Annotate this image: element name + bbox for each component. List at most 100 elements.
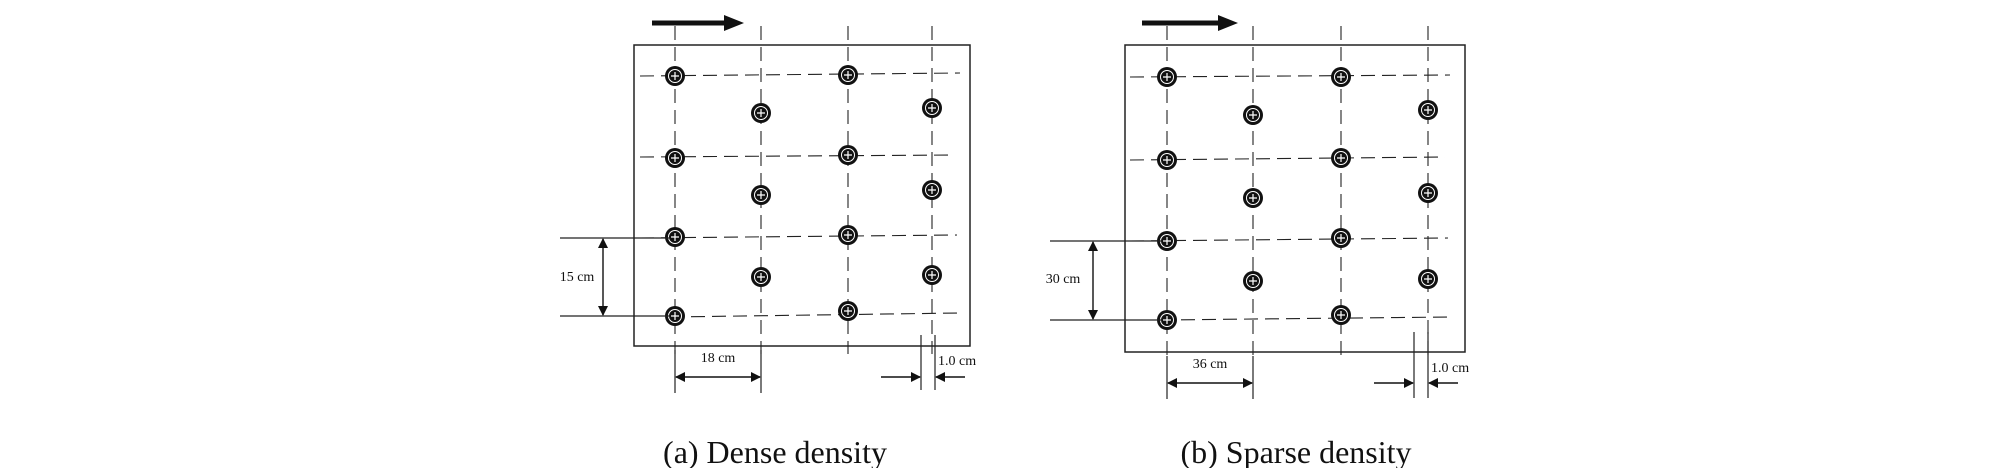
panel-caption: (a) Dense density [663,434,887,468]
plant-stem-marker-icon [922,265,942,285]
plant-stem-marker-icon [1331,67,1351,87]
panel-dense-density: 15 cm 18 cm 1.0 cm (a) Dense density [560,15,976,468]
row-gridline [669,312,961,318]
row-gridline [1129,237,1449,242]
plant-stem-marker-ring [1421,272,1435,286]
plant-stem-marker-icon [1243,105,1263,125]
plant-stem-marker-highlight [757,273,765,281]
plant-stem-marker-ring [841,68,855,82]
plant-stem-marker-highlight [1249,111,1257,119]
panel-caption: (b) Sparse density [1180,434,1411,468]
plant-stem-marker-highlight [1163,316,1171,324]
row-gridline [1129,74,1451,78]
plant-stem-marker-icon [751,103,771,123]
plant-stem-marker-highlight [1249,194,1257,202]
plant-stem-marker-ring [841,304,855,318]
plant-stem-marker-icon [838,145,858,165]
plant-stem-marker-highlight [1337,154,1345,162]
plant-stem-marker-icon [1243,271,1263,291]
flow-direction-arrow-icon [724,15,744,31]
row-gridline [639,234,958,239]
plant-stem-marker-ring [754,188,768,202]
plant-stem-marker-ring [754,270,768,284]
plant-stem-marker-highlight [1163,73,1171,81]
plant-stem-marker-ring [1246,274,1260,288]
plant-stem-marker-icon [1331,148,1351,168]
plant-stem-marker-icon [1331,228,1351,248]
row-spacing-label: 15 cm [560,270,595,285]
flow-direction-arrow-icon [1218,15,1238,31]
plant-stem-marker-icon [1418,183,1438,203]
plant-stem-marker-ring [1334,308,1348,322]
plant-stem-marker-icon [1157,150,1177,170]
plant-stem-marker-icon [922,180,942,200]
plant-stem-marker-highlight [671,233,679,241]
row-gridline [1129,156,1446,161]
plant-stem-marker-ring [1160,70,1174,84]
plant-stem-marker-highlight [928,186,936,194]
plant-stem-marker-ring [925,183,939,197]
row-gridline [639,72,961,77]
plant-stem-marker-icon [665,66,685,86]
plant-stem-marker-icon [751,185,771,205]
plant-stem-marker-highlight [671,72,679,80]
plant-stem-marker-ring [1421,186,1435,200]
plant-stem-marker-ring [925,101,939,115]
plant-stem-marker-ring [1334,151,1348,165]
plant-stem-marker-highlight [844,71,852,79]
plant-stem-marker-icon [665,227,685,247]
row-gridline [1159,316,1451,321]
plant-stem-marker-ring [1334,231,1348,245]
plant-stem-marker-ring [841,228,855,242]
plant-stem-marker-icon [922,98,942,118]
plant-stem-marker-icon [1157,67,1177,87]
plant-stem-marker-highlight [757,191,765,199]
plant-stem-marker-icon [838,301,858,321]
plant-stem-marker-ring [1334,70,1348,84]
plant-stem-marker-ring [754,106,768,120]
plant-stem-marker-ring [1160,153,1174,167]
plant-stem-marker-highlight [671,154,679,162]
plant-stem-marker-highlight [928,104,936,112]
plant-stem-marker-highlight [757,109,765,117]
plant-stem-marker-highlight [671,312,679,320]
plant-stem-marker-icon [1157,310,1177,330]
plant-stem-marker-icon [838,225,858,245]
plant-stem-marker-ring [668,230,682,244]
plant-stem-marker-icon [1418,100,1438,120]
plant-stem-marker-highlight [1337,234,1345,242]
plot-frame [633,44,971,347]
stem-diameter-label: 1.0 cm [938,354,976,369]
plant-stem-marker-highlight [844,231,852,239]
plant-stem-marker-ring [925,268,939,282]
plant-stem-marker-highlight [1163,156,1171,164]
plant-stem-marker-highlight [1337,73,1345,81]
plant-stem-marker-ring [668,151,682,165]
plant-stem-marker-ring [668,69,682,83]
plant-stem-marker-ring [1246,191,1260,205]
plant-stem-marker-highlight [1424,275,1432,283]
plant-stem-marker-ring [1421,103,1435,117]
plant-stem-marker-icon [1331,305,1351,325]
plant-stem-marker-icon [1243,188,1263,208]
plant-stem-marker-highlight [1424,189,1432,197]
plant-stem-marker-highlight [1163,237,1171,245]
plant-stem-marker-highlight [1424,106,1432,114]
plant-stem-marker-ring [841,148,855,162]
plant-stem-marker-highlight [1337,311,1345,319]
plant-stem-marker-icon [665,148,685,168]
row-spacing-label: 30 cm [1046,272,1081,287]
column-spacing-label: 36 cm [1193,357,1228,372]
plant-stem-marker-highlight [928,271,936,279]
plant-stem-marker-highlight [1249,277,1257,285]
column-spacing-label: 18 cm [701,351,736,366]
plant-stem-marker-icon [751,267,771,287]
stem-diameter-label: 1.0 cm [1431,361,1469,376]
plant-stem-marker-icon [838,65,858,85]
plant-stem-marker-icon [1418,269,1438,289]
plant-stem-marker-highlight [844,307,852,315]
row-gridline [639,154,956,158]
panel-sparse-density: 30 cm 36 cm 1.0 cm (b) Sparse density [1046,15,1469,468]
plant-stem-marker-ring [1246,108,1260,122]
